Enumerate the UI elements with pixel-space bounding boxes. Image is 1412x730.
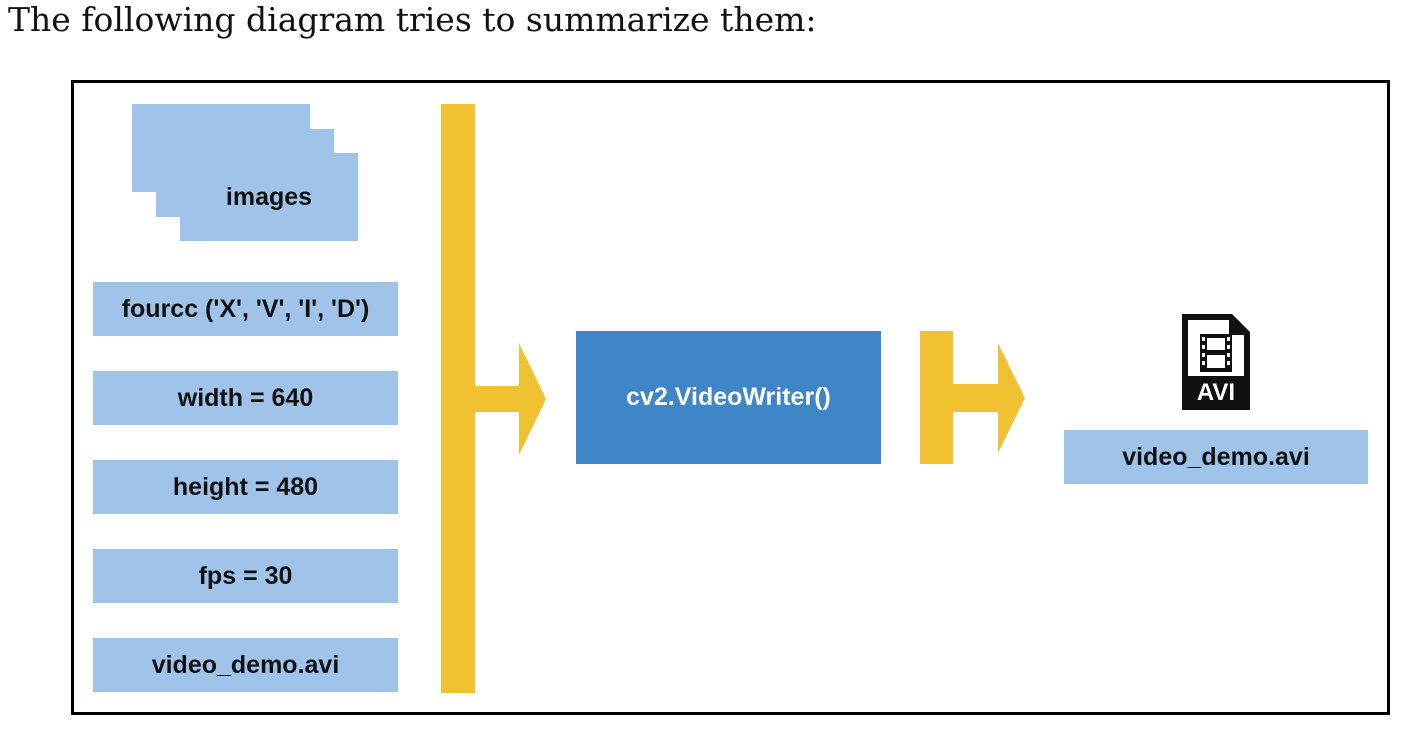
avi-icon-label: AVI	[1196, 379, 1236, 406]
filename-input-box: video_demo.avi	[93, 638, 398, 692]
height-box: height = 480	[93, 460, 398, 514]
avi-file-icon	[1182, 314, 1250, 410]
images-box: images	[180, 153, 358, 241]
width-box: width = 640	[93, 371, 398, 425]
diagram-frame	[71, 80, 1390, 715]
fps-box: fps = 30	[93, 549, 398, 603]
output-filename-box: video_demo.avi	[1064, 430, 1368, 484]
fourcc-box: fourcc ('X', 'V', 'I', 'D')	[93, 282, 398, 336]
intro-text: The following diagram tries to summarize…	[8, 0, 817, 39]
videowriter-box: cv2.VideoWriter()	[576, 331, 881, 464]
